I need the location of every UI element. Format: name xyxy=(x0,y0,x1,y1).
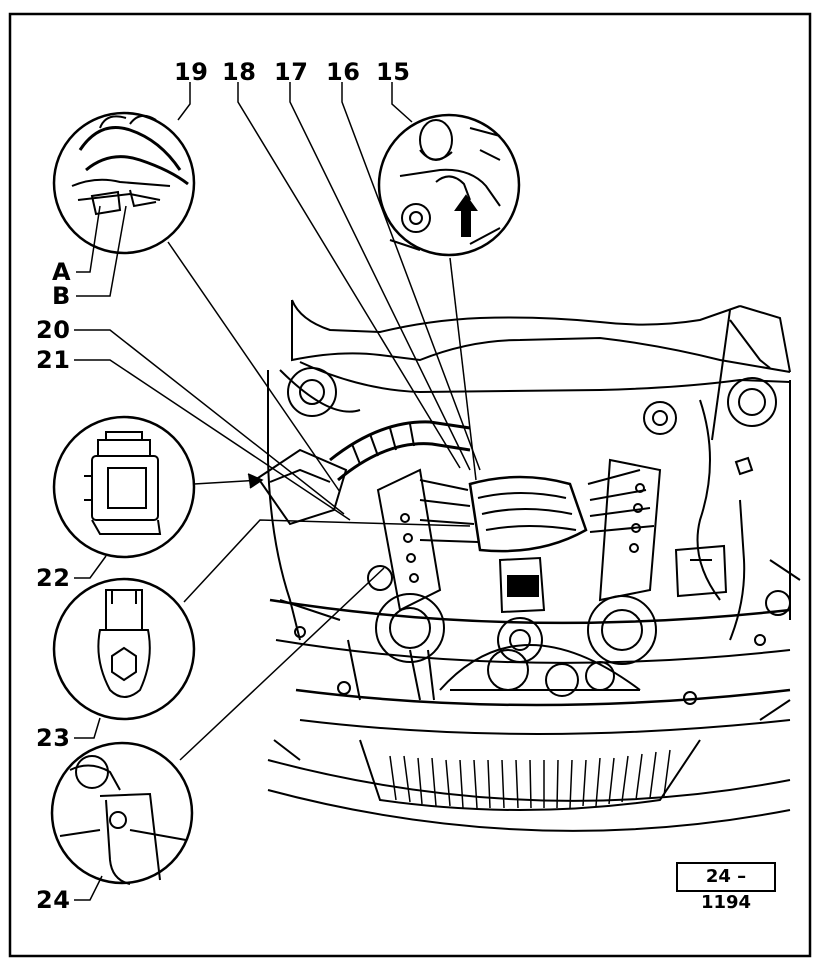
callout-17: 17 xyxy=(274,58,309,86)
inset-23 xyxy=(52,577,196,721)
callout-24: 24 xyxy=(36,886,71,914)
inset-15 xyxy=(377,113,521,257)
callout-18: 18 xyxy=(222,58,257,86)
callout-A: A xyxy=(52,258,72,286)
engine-bay-illustration xyxy=(256,299,801,832)
callout-23: 23 xyxy=(36,724,71,752)
reference-code: 24 – 1194 xyxy=(676,862,776,913)
callout-22: 22 xyxy=(36,564,71,592)
inset-24 xyxy=(50,741,194,885)
callout-15: 15 xyxy=(376,58,411,86)
callout-20: 20 xyxy=(36,316,71,344)
callout-19: 19 xyxy=(174,58,209,86)
callout-21: 21 xyxy=(36,346,71,374)
inset-22 xyxy=(52,415,196,559)
callout-B: B xyxy=(52,282,71,310)
inset-19 xyxy=(52,111,196,255)
callout-16: 16 xyxy=(326,58,361,86)
diagram-border xyxy=(8,12,812,958)
leader-lines xyxy=(74,82,481,901)
